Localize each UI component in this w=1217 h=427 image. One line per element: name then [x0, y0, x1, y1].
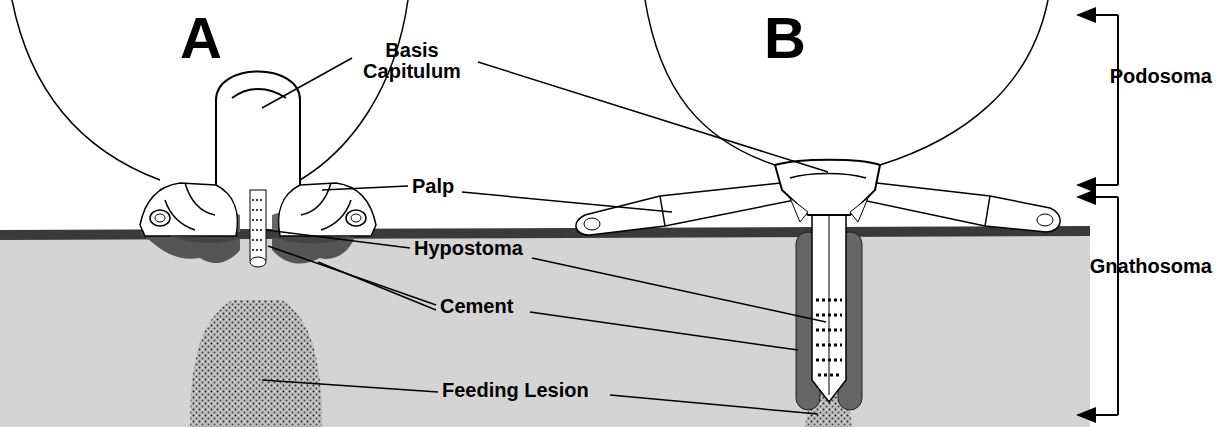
hypostome-tip: [250, 257, 266, 267]
basis-capitulum-ridge: [790, 174, 866, 179]
hypostome: [250, 190, 266, 260]
panel-letter: B: [764, 8, 806, 69]
palp-sensilla: [1037, 214, 1053, 226]
palp-segment: [985, 196, 990, 226]
palp-sensilla: [150, 210, 170, 226]
basis-capitulum-ridge: [232, 89, 286, 98]
region-label: Podosoma: [1110, 66, 1212, 87]
body-outline: [645, 0, 775, 165]
palp-sensilla: [346, 210, 366, 226]
hypostome-teeth: [252, 200, 264, 250]
dermis: [0, 236, 1090, 427]
part-label: Palp: [412, 176, 454, 197]
part-label: Hypostoma: [414, 238, 523, 259]
palp-sensilla: [155, 214, 165, 222]
palp: [140, 183, 237, 236]
palp-segment: [165, 183, 215, 230]
part-label: Basis Capitulum: [352, 40, 472, 82]
palp-sensilla: [351, 214, 361, 222]
palp: [862, 182, 1060, 232]
palp-sensilla: [584, 218, 600, 230]
body-outline: [300, 0, 408, 180]
part-label: Feeding Lesion: [442, 380, 589, 401]
panel-letter: A: [180, 8, 222, 69]
leader-lines: [262, 58, 828, 414]
feeding-lesion: [190, 300, 322, 427]
body-outline: [12, 0, 160, 180]
hypostome-midline: [829, 215, 830, 395]
hypostome: [812, 210, 846, 402]
basis-capitulum: [216, 72, 300, 186]
palp: [576, 182, 795, 235]
part-label: Cement: [440, 296, 513, 317]
palp: [279, 183, 376, 236]
chelicera-tip: [790, 198, 868, 222]
region-label: Gnathosoma: [1090, 256, 1212, 277]
body-outline: [880, 0, 1048, 165]
